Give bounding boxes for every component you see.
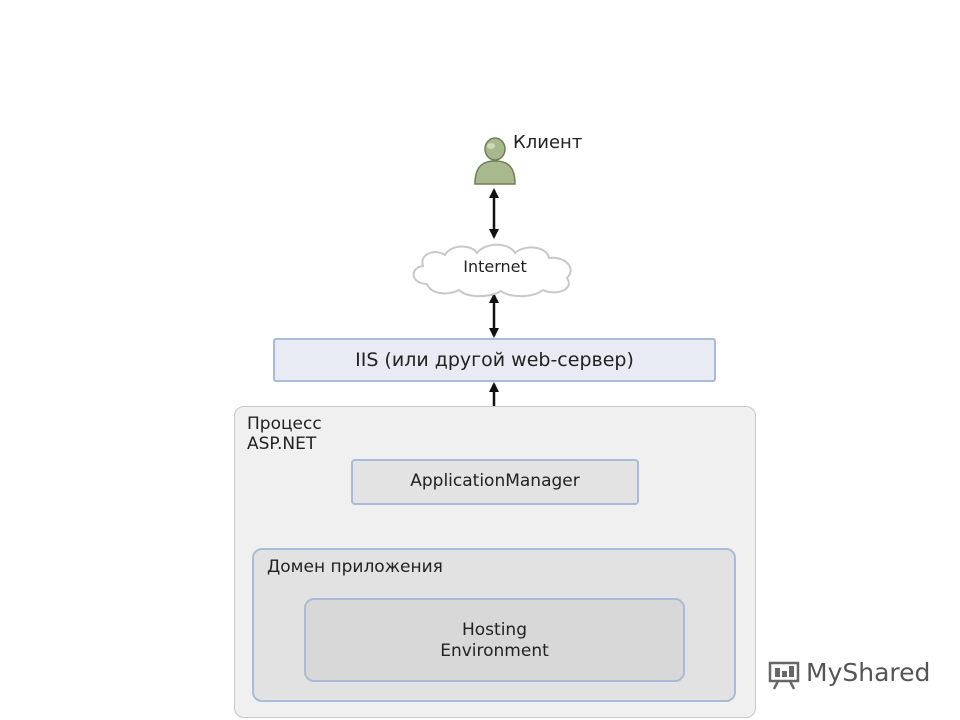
hosting-label-line1: Hosting	[462, 620, 527, 640]
application-manager-label: ApplicationManager	[410, 471, 580, 491]
aspnet-process-label: Процесс ASP.NET	[247, 414, 322, 454]
application-manager-box	[351, 459, 639, 505]
hosting-label-line2: Environment	[440, 641, 549, 661]
app-domain-label: Домен приложения	[267, 557, 443, 577]
iis-label: IIS (или другой web-сервер)	[355, 349, 634, 371]
cloud-icon	[412, 243, 572, 298]
presentation-icon	[768, 661, 800, 690]
client-label: Клиент	[513, 132, 583, 153]
person-icon	[474, 137, 516, 185]
internet-label: Internet	[463, 257, 527, 276]
iis-box	[273, 338, 716, 382]
hosting-environment-box	[304, 598, 685, 682]
watermark-text: MyShared	[806, 658, 931, 687]
hosting-environment-label: Hosting Environment	[304, 620, 685, 662]
